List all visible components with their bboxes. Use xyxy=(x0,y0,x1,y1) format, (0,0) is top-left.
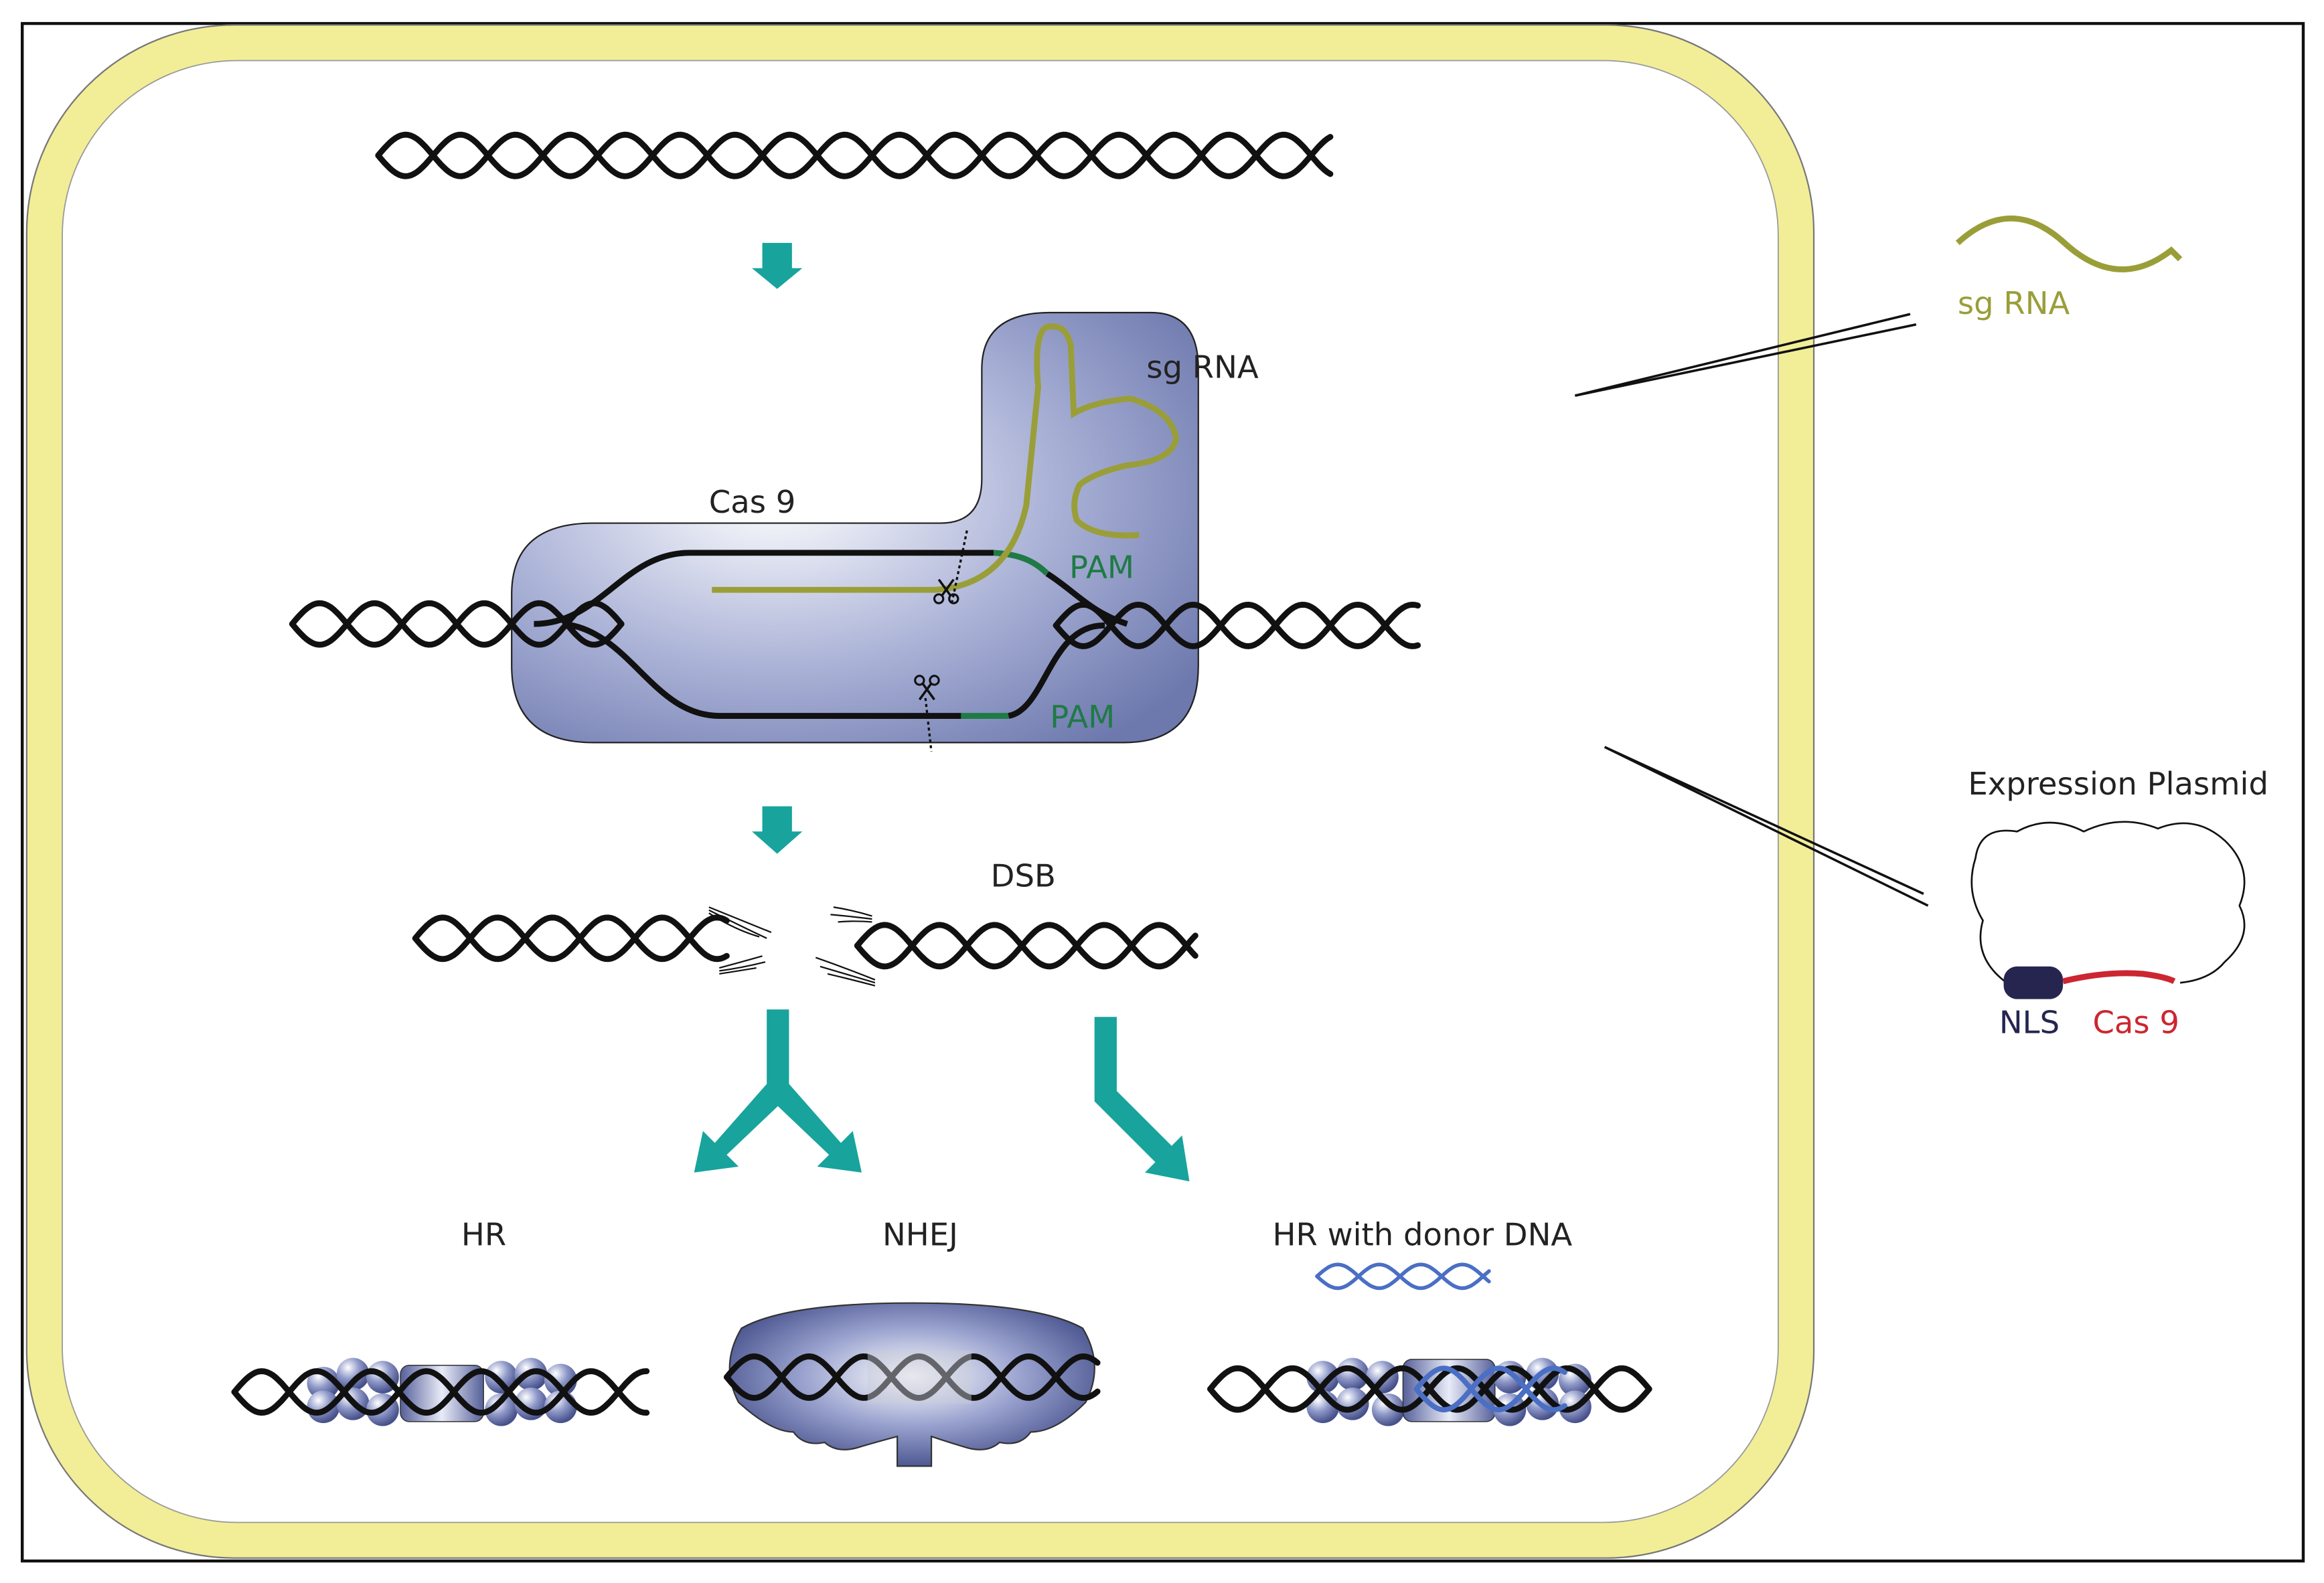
arrow-right-branch xyxy=(1094,1017,1190,1182)
dna-strand-1 xyxy=(1413,1365,1567,1413)
double-strand-break: DSB xyxy=(412,857,1198,987)
pointer-lines xyxy=(1574,313,1929,907)
hr-label: HR xyxy=(461,1216,506,1252)
dsb-label: DSB xyxy=(991,857,1056,894)
figure-frame xyxy=(21,21,2305,1563)
sg-rna-outside-label: sg RNA xyxy=(1958,285,2070,321)
pam-label-top: PAM xyxy=(1069,550,1134,586)
dna-strand-2 xyxy=(1413,1365,1567,1413)
dna-strand-1 xyxy=(723,1353,1101,1401)
dsb-dna-left xyxy=(412,914,730,963)
ligation-zone xyxy=(867,1350,972,1404)
nhej-label: NHEJ xyxy=(882,1216,958,1252)
hr-donor-label: HR with donor DNA xyxy=(1273,1216,1573,1252)
cell-interior xyxy=(62,60,1779,1523)
dna-strand-2 xyxy=(1053,601,1421,649)
sg-rna-outside: sg RNA xyxy=(1955,216,2183,321)
dna-strand-2 xyxy=(1315,1262,1491,1290)
dna-top-strand xyxy=(534,550,994,627)
hr-repair-complex xyxy=(231,1357,650,1426)
dna-strand-2 xyxy=(231,1368,650,1416)
hr-donor-dna xyxy=(1207,1365,1652,1413)
nls-segment xyxy=(2003,966,2064,999)
scissors-icon xyxy=(914,675,940,701)
hr-dna xyxy=(231,1368,650,1416)
arrow-down-2 xyxy=(752,806,803,854)
sg-rna-label: sg RNA xyxy=(1146,349,1259,385)
cas9-protein-shape xyxy=(511,311,1199,744)
cell xyxy=(25,24,1815,1559)
dna-bottom-strand xyxy=(563,620,961,719)
dna-strand-2 xyxy=(723,1353,1101,1401)
dna-bottom-strand-right xyxy=(1008,622,1105,719)
dna-strand-2 xyxy=(1207,1365,1652,1413)
nhej-repair-complex xyxy=(723,1302,1101,1467)
arrow-down-1 xyxy=(752,242,803,289)
cas9-label: Cas 9 xyxy=(709,484,796,520)
expression-plasmid: Expression Plasmid NLS Cas 9 xyxy=(1968,766,2268,1041)
scissors-icon xyxy=(933,578,959,604)
dna-strand-2 xyxy=(375,131,1334,179)
frayed-ends-left xyxy=(708,906,772,975)
pam-top-segment xyxy=(993,550,1049,576)
pam-label-bottom: PAM xyxy=(1050,699,1115,735)
dna-top-strand-right xyxy=(1045,571,1128,627)
dsb-dna-right xyxy=(854,922,1198,970)
nls-label: NLS xyxy=(1999,1005,2060,1041)
genomic-dna-top xyxy=(375,131,1334,179)
expression-plasmid-label: Expression Plasmid xyxy=(1968,766,2268,802)
cut-line-top xyxy=(951,530,968,602)
hr-donor-repair-complex xyxy=(1207,1357,1652,1426)
frayed-ends-right xyxy=(815,906,876,987)
cas9-gene-segment xyxy=(2062,970,2176,985)
sg-rna-wave xyxy=(1955,216,2183,272)
dna-strand-1 xyxy=(231,1368,650,1416)
dna-strand-2 xyxy=(854,922,1198,970)
plasmid-outline xyxy=(1970,821,2246,984)
dna-strand-1 xyxy=(375,131,1334,179)
donor-dna xyxy=(1315,1262,1491,1290)
hr-donor-inserted-dna xyxy=(1413,1365,1567,1413)
nhej-dna xyxy=(723,1350,1101,1404)
sg-rna-strand xyxy=(712,323,1180,593)
dna-strand-2 xyxy=(412,914,730,963)
dna-strand-1 xyxy=(412,914,730,963)
cas9-complex: sg RNA Cas 9 PAM PAM xyxy=(289,311,1421,752)
arrow-split xyxy=(694,1009,862,1173)
dna-strand-1 xyxy=(1315,1262,1491,1290)
cas9-gene-label: Cas 9 xyxy=(2092,1005,2179,1041)
